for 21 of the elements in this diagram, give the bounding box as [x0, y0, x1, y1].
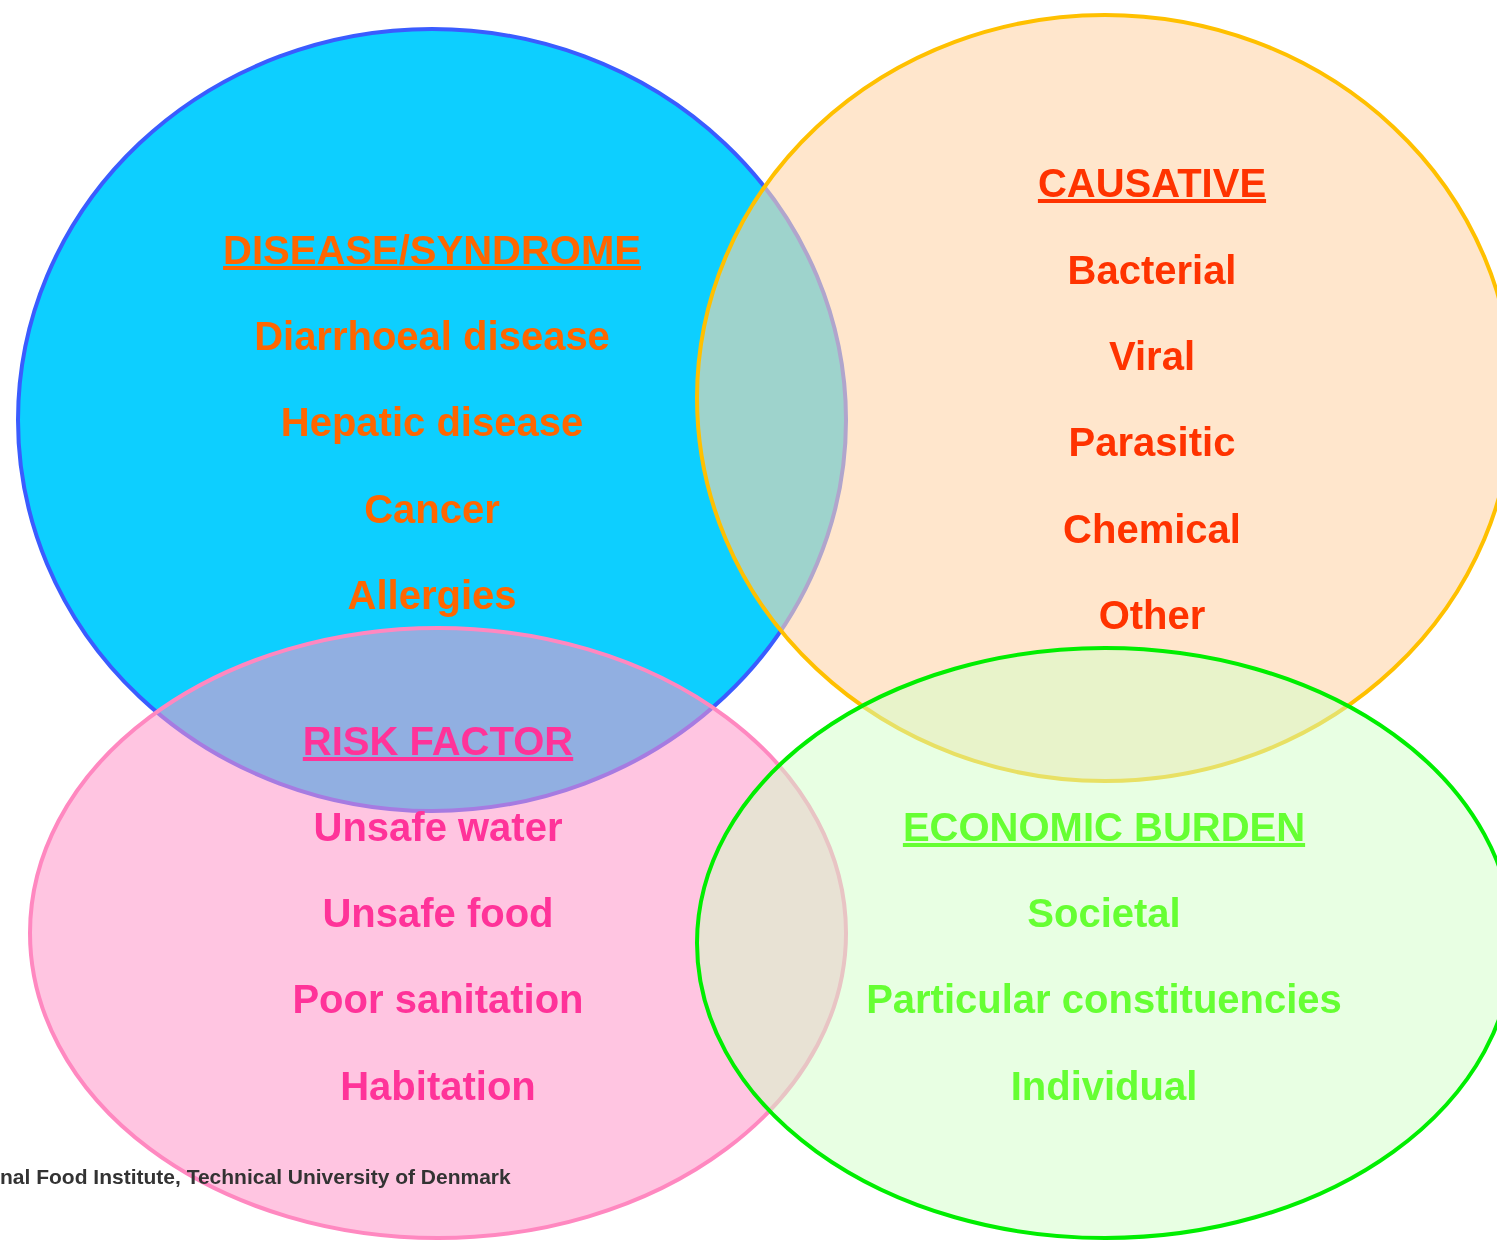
category-item: Bacterial: [1066, 247, 1238, 294]
category-item: Other: [1097, 592, 1207, 639]
category-item: Parasitic: [1067, 419, 1237, 466]
category-item: Poor sanitation: [291, 976, 585, 1023]
category-item: Chemical: [1062, 506, 1242, 553]
category-item: Unsafe food: [321, 890, 555, 937]
category-item: Societal: [1026, 890, 1182, 937]
category-item: Habitation: [339, 1063, 537, 1110]
category-item: Particular constituencies: [865, 976, 1343, 1023]
category-item: Diarrhoeal disease: [253, 313, 611, 360]
category-heading: ECONOMIC BURDEN: [901, 804, 1307, 851]
category-item: Individual: [1009, 1063, 1199, 1110]
category-item: Cancer: [363, 486, 501, 533]
category-item: Viral: [1108, 333, 1196, 380]
category-heading: RISK FACTOR: [301, 718, 575, 765]
category-item: Allergies: [346, 572, 518, 619]
source-credit: nal Food Institute, Technical University of Denmark: [0, 1165, 511, 1189]
category-item: Hepatic disease: [279, 399, 585, 446]
category-item: Unsafe water: [312, 804, 564, 851]
category-heading: DISEASE/SYNDROME: [222, 227, 642, 274]
category-heading: CAUSATIVE: [1036, 160, 1268, 207]
